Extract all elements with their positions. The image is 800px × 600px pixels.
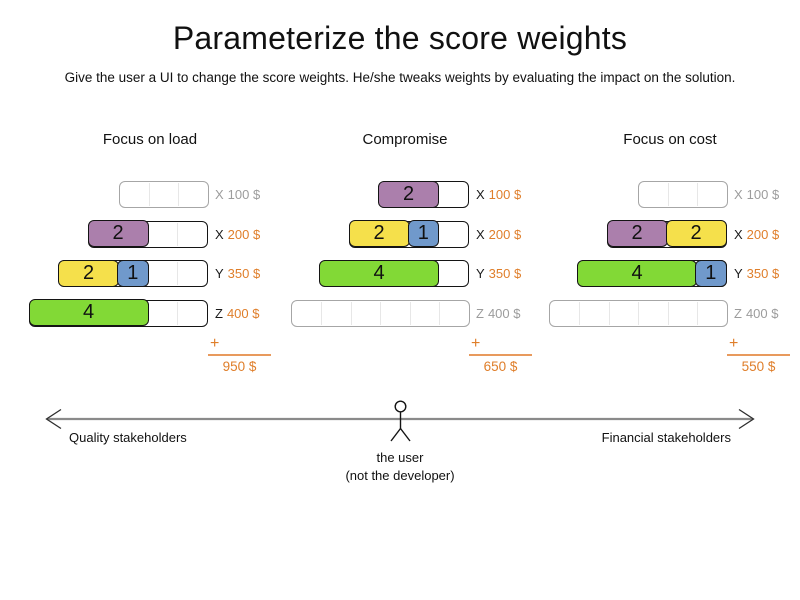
- constraint-price: 400 $: [226, 305, 260, 321]
- constraint-price: 400 $: [487, 305, 521, 321]
- weight-bar: [549, 299, 728, 327]
- plus-sign: +: [727, 336, 790, 356]
- cost-sum: +550 $: [727, 336, 790, 374]
- unit-divider: [667, 183, 669, 206]
- constraint-letter: Y: [734, 266, 743, 281]
- constraint-letter: Z: [476, 305, 484, 321]
- page-title: Parameterize the score weights: [172, 20, 628, 56]
- unit-divider: [697, 301, 698, 325]
- constraint-letter: X: [476, 187, 485, 202]
- weight-block: 2: [348, 220, 410, 247]
- weight-bar: 4: [319, 259, 469, 287]
- user-stick-figure-icon: [390, 400, 411, 442]
- unit-divider: [638, 301, 639, 325]
- unit-divider: [608, 301, 610, 325]
- constraint-price: 100 $: [227, 187, 261, 202]
- constraint-price: 100 $: [746, 187, 780, 202]
- user-label: the user: [376, 450, 424, 465]
- column-title: Focus on load: [102, 131, 198, 148]
- unit-divider: [177, 262, 178, 285]
- constraint-letter: X: [734, 226, 743, 242]
- user-sublabel: (not the developer): [345, 468, 455, 483]
- sum-total: 650 $: [483, 359, 518, 374]
- weight-block: 4: [577, 259, 697, 287]
- column-title: Compromise: [362, 131, 448, 148]
- constraint-letter: Z: [215, 305, 223, 321]
- weight-block: 4: [319, 259, 439, 287]
- weight-block: 4: [28, 299, 149, 326]
- left-arrowhead-icon: [45, 408, 62, 430]
- unit-divider: [409, 301, 411, 325]
- constraint-letter: X: [215, 226, 224, 242]
- unit-divider: [667, 301, 669, 325]
- cost-sum: +950 $: [208, 336, 271, 374]
- constraint-letter: Y: [476, 266, 485, 281]
- weight-block: 2: [58, 259, 119, 287]
- weight-block: 2: [378, 180, 439, 208]
- unit-divider: [148, 183, 150, 206]
- unit-divider: [439, 301, 440, 325]
- column-title: Focus on cost: [623, 131, 717, 148]
- constraint-price: 350 $: [227, 266, 261, 281]
- unit-divider: [380, 301, 381, 325]
- weight-block: 2: [665, 220, 727, 247]
- unit-divider: [350, 301, 352, 325]
- plus-sign: +: [469, 336, 532, 356]
- quality-stakeholders-label: Quality stakeholders: [69, 430, 187, 445]
- weight-block: 1: [407, 220, 439, 247]
- stakeholder-axis: [45, 400, 755, 442]
- right-arrowhead-icon: [738, 408, 755, 430]
- weight-bar: 2: [87, 220, 208, 248]
- unit-divider: [177, 222, 178, 246]
- weight-bar: [291, 299, 470, 327]
- constraint-price: 200 $: [746, 226, 780, 242]
- page-subtitle: Give the user a UI to change the score w…: [64, 70, 736, 85]
- constraint-price: 400 $: [745, 305, 779, 321]
- weight-bar: [118, 181, 209, 208]
- weight-bar: 4: [28, 299, 208, 327]
- constraint-price: 100 $: [488, 187, 522, 202]
- weight-bar: [637, 181, 728, 208]
- weight-block: 1: [117, 259, 149, 287]
- financial-stakeholders-label: Financial stakeholders: [601, 430, 731, 445]
- constraint-letter: X: [476, 226, 485, 242]
- constraint-price: 350 $: [746, 266, 780, 281]
- constraint-letter: Y: [215, 266, 224, 281]
- plus-sign: +: [208, 336, 271, 356]
- weight-block: 2: [606, 220, 668, 247]
- constraint-letter: Z: [734, 305, 742, 321]
- weight-bar: 2: [378, 180, 469, 208]
- cost-sum: +650 $: [469, 336, 532, 374]
- unit-divider: [178, 183, 179, 206]
- constraint-letter: X: [734, 187, 743, 202]
- weight-block: 2: [87, 220, 149, 247]
- sum-total: 550 $: [741, 359, 776, 374]
- unit-divider: [321, 301, 322, 325]
- unit-divider: [579, 301, 580, 325]
- unit-divider: [697, 183, 698, 206]
- constraint-price: 200 $: [488, 226, 522, 242]
- unit-divider: [177, 301, 178, 325]
- constraint-price: 200 $: [227, 226, 261, 242]
- weight-block: 1: [695, 259, 727, 287]
- constraint-letter: X: [215, 187, 224, 202]
- sum-total: 950 $: [222, 359, 257, 374]
- constraint-price: 350 $: [488, 266, 522, 281]
